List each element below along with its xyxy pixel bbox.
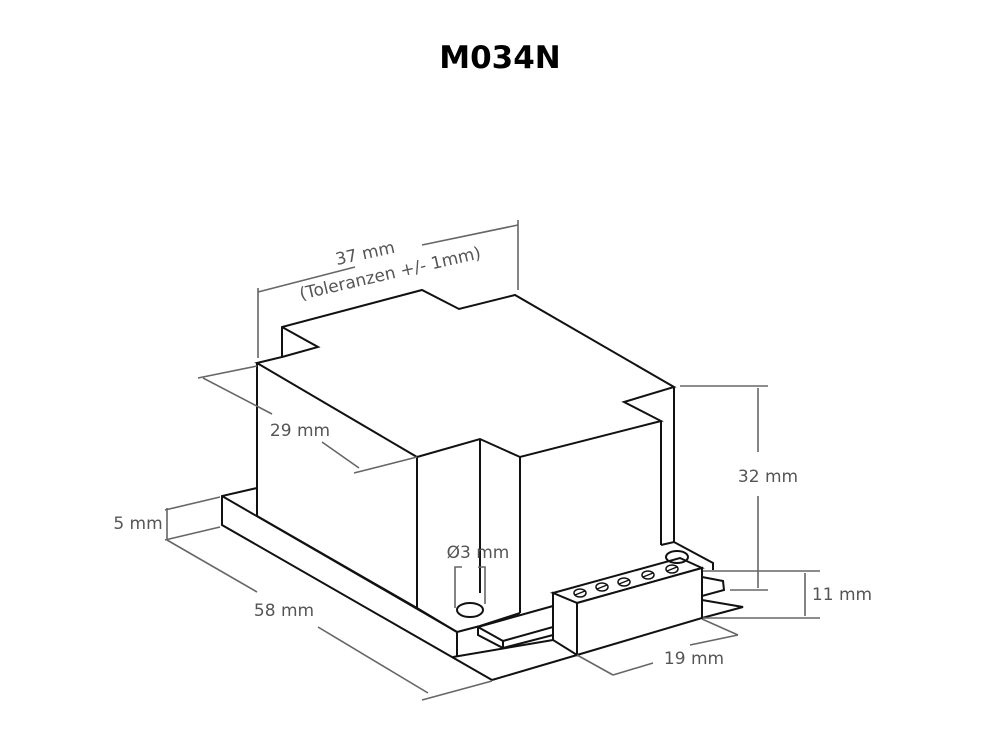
terminal-screws — [573, 564, 679, 598]
screw-icon — [573, 588, 587, 598]
dimension-width: 37 mm (Toleranzen +/- 1mm) — [257, 220, 519, 358]
dimension-height: 32 mm — [680, 385, 798, 591]
terminal-height-label: 11 mm — [812, 585, 872, 605]
dimension-length: 58 mm — [166, 539, 493, 701]
mounting-hole — [456, 602, 484, 618]
product-title: M034N — [439, 40, 561, 76]
base-height-label: 5 mm — [113, 514, 162, 534]
mounting-tab-right — [660, 540, 714, 570]
screw-icon — [641, 570, 655, 580]
hole-diameter-label: Ø3 mm — [447, 543, 510, 563]
terminal-block — [549, 556, 705, 657]
dimension-base-height: 5 mm — [113, 496, 221, 541]
length-label: 58 mm — [254, 601, 314, 621]
dimension-hole: Ø3 mm — [447, 543, 510, 608]
dimension-depth: 29 mm — [197, 365, 418, 474]
dimension-terminal-height: 11 mm — [703, 570, 872, 619]
terminal-width-label: 19 mm — [664, 649, 724, 669]
screw-icon — [665, 564, 679, 574]
height-label: 32 mm — [738, 467, 798, 487]
solder-tab-right — [701, 575, 726, 598]
depth-label: 29 mm — [270, 421, 330, 441]
screw-icon — [617, 577, 631, 587]
mounting-hole — [665, 550, 689, 564]
relay-housing — [254, 288, 677, 613]
dimension-terminal-width: 19 mm — [576, 618, 739, 676]
screw-icon — [595, 582, 609, 592]
